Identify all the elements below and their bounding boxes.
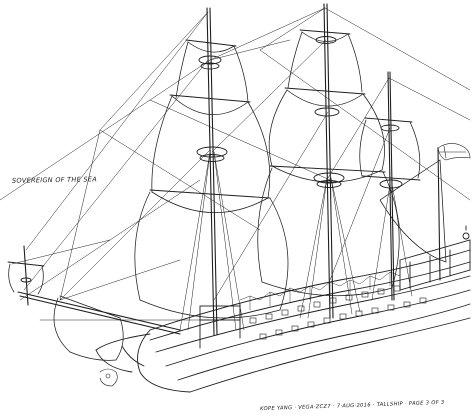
gun-ports [249,285,427,340]
deck-detail [239,271,401,311]
mast-tops [20,36,403,283]
drawing-title: SOVEREIGN OF THE SEA [11,175,98,185]
yards [7,29,421,319]
figurehead [99,368,118,387]
rigging [0,7,471,331]
hull [95,225,471,393]
flag [437,143,471,161]
sails [8,31,447,361]
masts [17,3,441,336]
